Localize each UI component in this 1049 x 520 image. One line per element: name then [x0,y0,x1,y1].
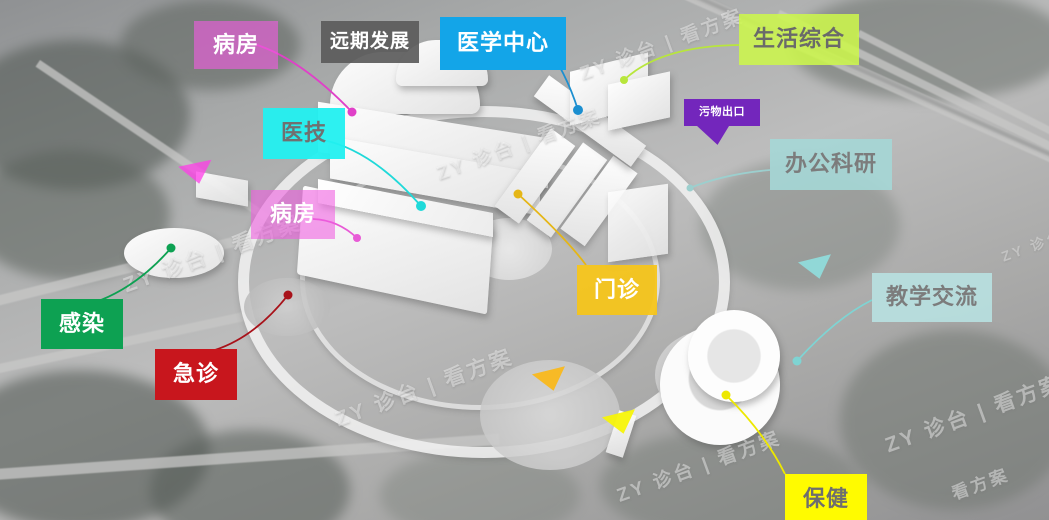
annotation-label-outpatient[interactable]: 门诊 [577,265,657,315]
tree-mass [840,330,1049,510]
annotation-label-health-care[interactable]: 保健 [785,474,867,520]
campus-ring-road [238,106,730,458]
annotation-label-long-term-development[interactable]: 远期发展 [321,21,420,63]
helipad [244,278,330,336]
annotation-label-infection[interactable]: 感染 [41,299,123,349]
building-low-block [608,183,668,263]
annotation-label-office-research[interactable]: 办公科研 [770,139,892,190]
building-teaching-exchange [688,310,780,402]
annotation-label-emergency[interactable]: 急诊 [155,349,237,400]
annotation-label-ward-north[interactable]: 病房 [194,21,278,69]
annotation-label-teaching-exchange[interactable]: 教学交流 [872,273,992,322]
annotation-label-medical-technology[interactable]: 医技 [263,108,345,159]
annotation-label-ward-south[interactable]: 病房 [251,190,335,239]
plaza [480,360,620,470]
annotation-label-waste-exit[interactable]: 污物出口 [684,99,760,126]
annotation-label-medical-center[interactable]: 医学中心 [440,17,566,70]
annotation-label-living-complex[interactable]: 生活综合 [739,14,859,65]
tree-mass [150,430,350,520]
